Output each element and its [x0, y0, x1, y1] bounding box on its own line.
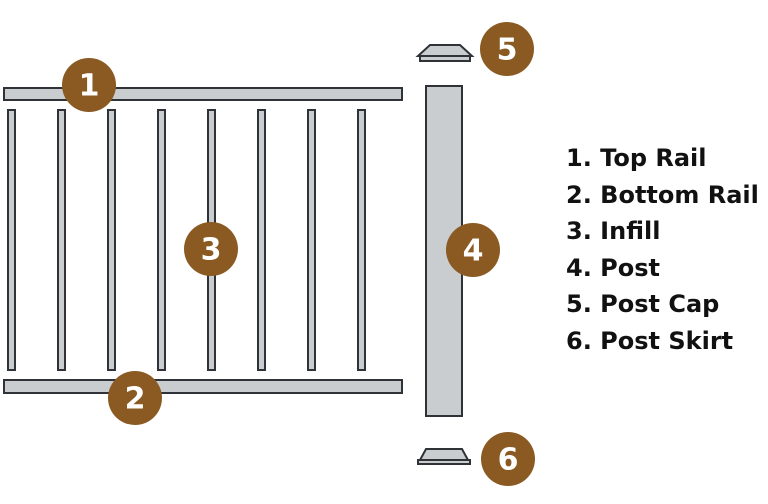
badge-2: 2 [108, 371, 162, 425]
legend-item-infill: 3. Infill [566, 217, 661, 246]
badge-1-number: 1 [79, 69, 100, 104]
legend-item-post-skirt: 6. Post Skirt [566, 326, 734, 355]
badge-3-number: 3 [201, 233, 222, 268]
infill-baluster [107, 109, 116, 371]
infill-baluster [57, 109, 66, 371]
badge-5: 5 [480, 22, 534, 76]
infill-baluster [7, 109, 16, 371]
legend-item-bottom-rail: 2. Bottom Rail [566, 180, 759, 209]
badge-6-number: 6 [498, 443, 519, 478]
infill-baluster [357, 109, 366, 371]
infill-baluster [157, 109, 166, 371]
badge-6: 6 [481, 432, 535, 486]
infill-balusters [7, 109, 366, 371]
post-cap [415, 44, 475, 62]
badge-1: 1 [62, 58, 116, 112]
legend-item-top-rail: 1. Top Rail [566, 144, 707, 172]
badge-4-number: 4 [463, 234, 484, 269]
badge-2-number: 2 [125, 382, 146, 417]
badge-5-number: 5 [497, 33, 518, 68]
infill-baluster [307, 109, 316, 371]
infill-baluster [257, 109, 266, 371]
post-skirt [417, 448, 471, 465]
badge-4: 4 [446, 223, 500, 277]
legend-item-post-cap: 5. Post Cap [566, 290, 720, 319]
legend-item-post: 4. Post [566, 253, 661, 282]
parts-legend: 1. Top Rail 2. Bottom Rail 3. Infill 4. … [566, 140, 759, 360]
badge-3: 3 [184, 222, 238, 276]
bottom-rail [3, 379, 403, 394]
